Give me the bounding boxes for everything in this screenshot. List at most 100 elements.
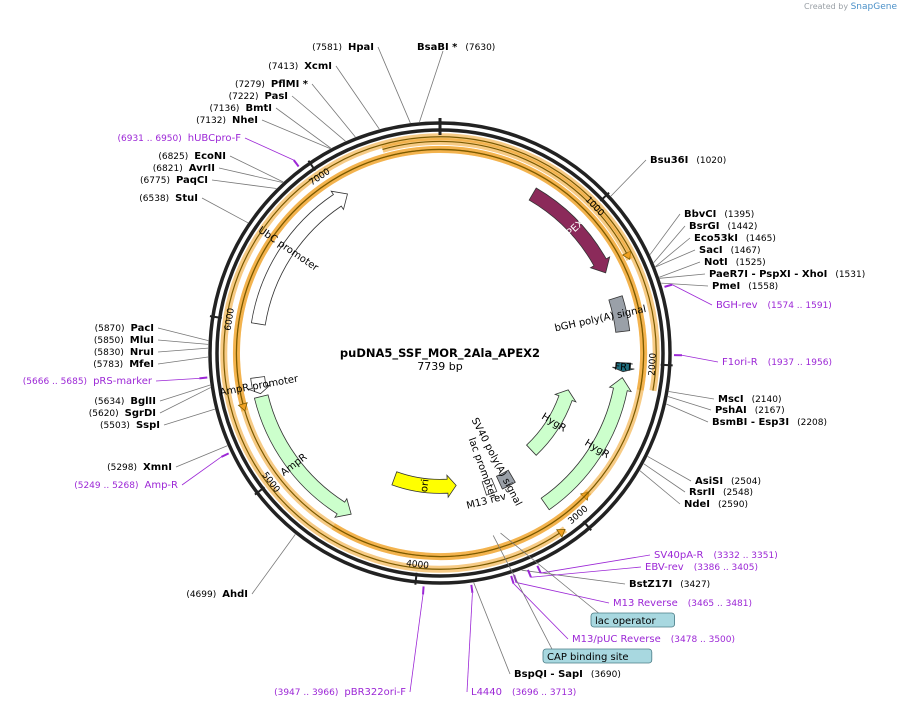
- feature-ampr-promoter[interactable]: AmpR promoter: [219, 373, 300, 398]
- site-position: (7581): [312, 43, 342, 53]
- restriction-site[interactable]: (7222)PasI: [229, 91, 288, 102]
- restriction-site[interactable]: (5850)MluI: [94, 335, 154, 346]
- site-name: AsiSI: [695, 476, 723, 487]
- feature-sv40-polya-shape[interactable]: [495, 469, 516, 490]
- primer-label[interactable]: (6931 .. 6950)hUBCpro-F: [117, 133, 241, 144]
- primer-label[interactable]: (5666 .. 5685)pRS-marker: [23, 376, 153, 387]
- site-name: XcmI: [304, 61, 332, 72]
- site-leader-line: [666, 403, 709, 423]
- primer-mark: [220, 452, 230, 458]
- feature-apex2-shape[interactable]: [528, 187, 611, 274]
- feature-ampr-shape[interactable]: [253, 394, 352, 518]
- restriction-site[interactable]: Eco53kI(1465): [694, 233, 776, 244]
- restriction-site[interactable]: (6538)StuI: [139, 193, 198, 204]
- site-name: SspI: [136, 420, 160, 431]
- primer-label[interactable]: M13/pUC Reverse(3478 .. 3500): [572, 634, 735, 645]
- feature-bgh-polya-shape[interactable]: [608, 295, 631, 333]
- tag-box[interactable]: [542, 648, 653, 664]
- feature-ori[interactable]: ori: [391, 471, 457, 499]
- site-name: MluI: [130, 335, 154, 346]
- primer-label[interactable]: L4440(3696 .. 3713): [471, 687, 576, 698]
- site-name: AvrII: [189, 163, 215, 174]
- scale-tick: [307, 160, 317, 172]
- restriction-site[interactable]: (5298)XmnI: [107, 462, 172, 473]
- restriction-site[interactable]: NotI(1525): [704, 257, 766, 268]
- primer-label[interactable]: SV40pA-R(3332 .. 3351): [654, 550, 778, 561]
- site-name: SacI: [699, 245, 723, 256]
- tag-box-label: CAP binding site: [547, 652, 629, 663]
- restriction-site[interactable]: (7279)PflMI *: [235, 79, 309, 90]
- site-leader-line: [473, 582, 511, 675]
- site-position: (3690): [591, 670, 621, 680]
- restriction-site[interactable]: BstZ17I(3427): [629, 579, 710, 590]
- restriction-site[interactable]: (6821)AvrII: [153, 163, 215, 174]
- primer-leader-line: [530, 566, 642, 578]
- site-position: (1525): [736, 258, 766, 268]
- restriction-site[interactable]: (5830)NruI: [94, 347, 154, 358]
- restriction-site[interactable]: PmeI(1558): [712, 281, 778, 292]
- restriction-site[interactable]: SacI(1467): [699, 245, 761, 256]
- restriction-site[interactable]: BsrGI(1442): [689, 221, 757, 232]
- restriction-site[interactable]: (5503) SspI: [100, 420, 160, 431]
- site-leader-line: [655, 249, 696, 268]
- feature-hygr-outer-shape[interactable]: [540, 377, 632, 511]
- credit-prefix: Created by: [804, 2, 849, 11]
- feature-hygr-inner[interactable]: HygR: [526, 389, 577, 456]
- restriction-site[interactable]: (5634)BglII: [94, 396, 156, 407]
- restriction-site[interactable]: (6775)PaqCI: [140, 175, 208, 186]
- site-position: (5503): [100, 421, 130, 431]
- primer-label[interactable]: F1ori-R(1937 .. 1956): [722, 357, 832, 368]
- restriction-site[interactable]: NdeI(2590): [684, 499, 748, 510]
- site-position: (7279): [235, 80, 265, 90]
- feature-hygr-outer[interactable]: HygR: [540, 377, 632, 511]
- restriction-site[interactable]: RsrII(2548): [689, 487, 753, 498]
- restriction-site[interactable]: (5783)MfeI: [93, 359, 154, 370]
- restriction-site[interactable]: (4699)AhdI: [186, 589, 248, 600]
- orange-arcs-layer: [220, 133, 660, 573]
- restriction-site[interactable]: PaeR7I - PspXI - XhoI(1531): [709, 269, 865, 280]
- orange-arc-arrowhead: [555, 528, 566, 538]
- tag-box[interactable]: [590, 612, 675, 628]
- feature-ampr[interactable]: AmpR: [253, 394, 352, 518]
- restriction-site[interactable]: Bsu36I(1020): [650, 155, 726, 166]
- site-name: PaeR7I - PspXI - XhoI: [709, 269, 827, 280]
- restriction-site[interactable]: (7132)NheI: [196, 115, 258, 126]
- feature-bgh-polya[interactable]: bGH poly(A) signal: [554, 295, 648, 335]
- feature-frt-shape[interactable]: [612, 361, 635, 373]
- restriction-site[interactable]: (5620)SgrDI: [89, 408, 156, 419]
- primer-label[interactable]: EBV-rev(3386 .. 3405): [645, 562, 758, 573]
- restriction-site-bsabi[interactable]: BsaBI *(7630): [417, 42, 495, 53]
- restriction-site[interactable]: (7136)BmtI: [210, 103, 272, 114]
- snapgene-credit: Created by SnapGene: [804, 2, 897, 12]
- restriction-site[interactable]: (6825)EcoNI: [158, 151, 226, 162]
- feature-lac-promoter-shape[interactable]: [481, 477, 498, 496]
- feature-frt[interactable]: FRT: [612, 361, 635, 374]
- restriction-site[interactable]: MscI(2140): [718, 394, 782, 405]
- site-name: PmeI: [712, 281, 740, 292]
- restriction-site[interactable]: BsmBI - Esp3I(2208): [712, 417, 827, 428]
- restriction-site[interactable]: AsiSI(2504): [695, 476, 761, 487]
- feature-ubc-promoter-shape[interactable]: [250, 190, 348, 326]
- restriction-site[interactable]: BspQI - SapI(3690): [514, 669, 621, 680]
- site-name: PacI: [131, 323, 154, 334]
- primer-position: (1937 .. 1956): [768, 358, 832, 368]
- restriction-site[interactable]: (5870)PacI: [95, 323, 154, 334]
- restriction-site[interactable]: BbvCI(1395): [684, 209, 754, 220]
- feature-ampr-promoter-shape[interactable]: [246, 376, 272, 395]
- primer-label[interactable]: (3947 .. 3966)pBR322ori-F: [274, 687, 406, 698]
- primer-position: (3386 .. 3405): [694, 563, 758, 573]
- feature-hygr-inner-shape[interactable]: [526, 389, 577, 456]
- site-name: SgrDI: [125, 408, 156, 419]
- restriction-site[interactable]: (7413)XcmI: [268, 61, 332, 72]
- site-leader-line: [335, 65, 380, 130]
- primer-label[interactable]: M13 Reverse(3465 .. 3481): [613, 598, 752, 609]
- restriction-site[interactable]: PshAI(2167): [715, 405, 785, 416]
- primer-label[interactable]: (5249 .. 5268)Amp-R: [74, 480, 178, 491]
- site-name: BglII: [130, 396, 156, 407]
- plasmid-title-group: puDNA5_SSF_MOR_2Ala_APEX2 7739 bp: [340, 346, 540, 373]
- site-name: StuI: [175, 193, 198, 204]
- primer-label[interactable]: BGH-rev(1574 .. 1591): [716, 300, 832, 311]
- restriction-site[interactable]: (7581)HpaI: [312, 42, 374, 53]
- feature-ori-shape[interactable]: [391, 471, 457, 499]
- primer-name: SV40pA-R: [654, 550, 703, 561]
